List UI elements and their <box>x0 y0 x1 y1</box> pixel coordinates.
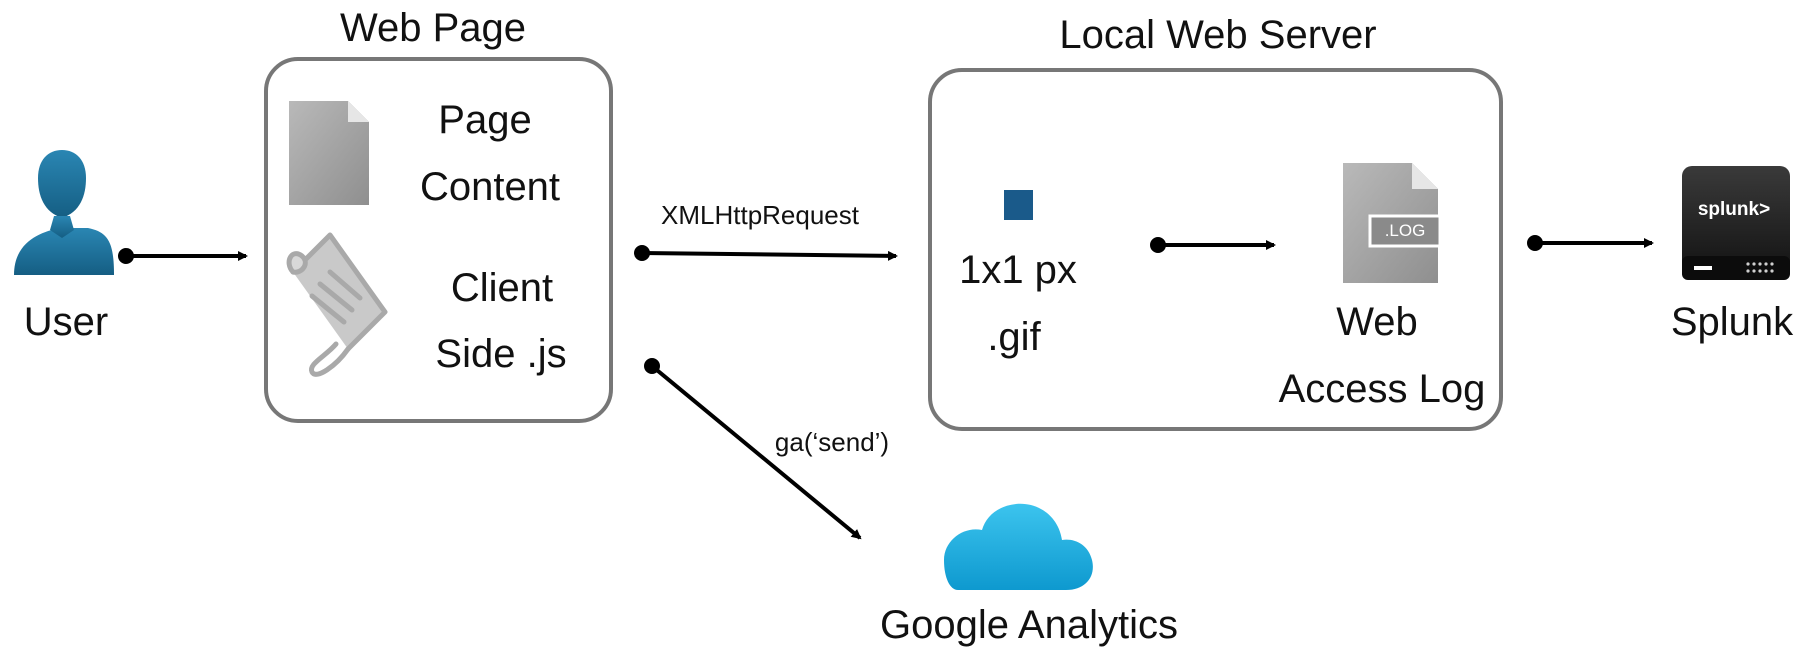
splunk-appliance-icon <box>1682 166 1790 280</box>
script-scroll-icon <box>286 232 388 377</box>
local-web-server-box <box>928 68 1503 431</box>
client-js-label-line2: Side .js <box>435 332 567 376</box>
page-content-label-line2: Content <box>419 165 561 209</box>
gif-label-line1: 1x1 px <box>959 248 1077 292</box>
gif-label-line2: .gif <box>987 315 1041 359</box>
pixel-square-icon <box>1004 190 1033 220</box>
google-analytics-label: Google Analytics <box>880 603 1178 647</box>
splunk-logo-text: splunk> <box>1697 199 1771 220</box>
edge-gif-to-log <box>1150 237 1276 253</box>
web-page-title: Web Page <box>339 6 527 50</box>
local-web-server-title: Local Web Server <box>1059 13 1377 57</box>
log-file-icon <box>1343 163 1442 283</box>
client-js-label-line1: Client <box>450 266 554 310</box>
xhr-edge-label: XMLHttpRequest <box>661 200 859 230</box>
edge-log-to-splunk <box>1527 235 1654 251</box>
access-log-label-line2: Access Log <box>1278 367 1486 411</box>
edge-user-to-webpage <box>118 248 248 264</box>
ga-send-edge-label: ga(‘send’) <box>774 427 890 457</box>
user-silhouette-icon <box>14 150 114 275</box>
document-icon <box>289 101 369 205</box>
page-content-label-line1: Page <box>438 98 532 142</box>
cloud-icon <box>944 503 1093 590</box>
access-log-label-line1: Web <box>1336 300 1418 344</box>
log-badge-text: .LOG <box>1384 221 1426 240</box>
edge-ga-send <box>644 358 862 540</box>
splunk-label: Splunk <box>1670 300 1794 344</box>
user-label: User <box>23 300 109 344</box>
edge-xhr <box>634 245 898 261</box>
web-page-box <box>264 57 613 423</box>
